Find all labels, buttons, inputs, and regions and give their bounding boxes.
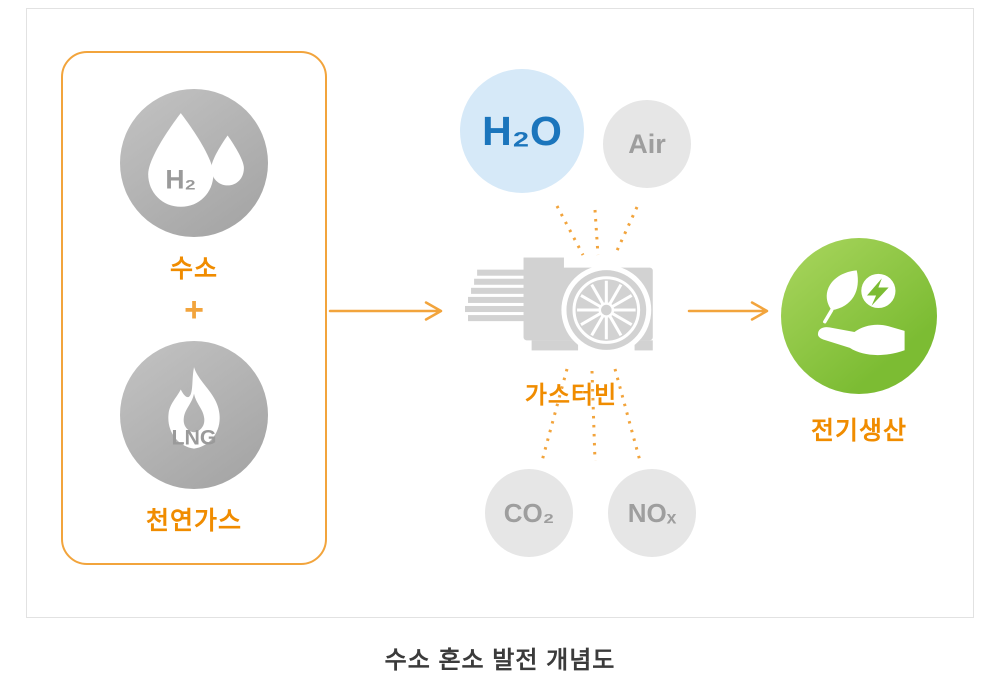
- nox-label: NOₓ: [627, 497, 677, 528]
- hand-icon: [817, 324, 905, 356]
- lng-label: 천연가스: [145, 507, 242, 535]
- gas-turbine-icon: [465, 257, 653, 355]
- turbine-fan-icon: [561, 265, 652, 355]
- lng-circle: LNG: [120, 341, 268, 489]
- lightning-bolt-icon: [866, 278, 889, 306]
- flow-arrow-right: [687, 301, 769, 321]
- gas-turbine: [465, 247, 677, 367]
- turbine-label: 가스터빈: [524, 382, 618, 409]
- flame-icon: LNG: [168, 367, 220, 450]
- h2o-circle: H₂O: [460, 69, 584, 193]
- air-circle: Air: [603, 100, 691, 188]
- leaf-icon: [826, 270, 858, 311]
- h2o-label: H₂O: [482, 107, 562, 154]
- air-label: Air: [628, 128, 666, 159]
- fuel-input-box: H₂ 수소 + LNG 천연가스: [61, 51, 327, 565]
- water-drop-icon: H₂: [148, 113, 244, 207]
- co2-label: CO₂: [503, 497, 555, 528]
- flow-arrow-left: [328, 301, 443, 321]
- hydrogen-circle: H₂: [120, 89, 268, 237]
- electricity-output-label: 전기생산: [810, 417, 907, 445]
- hydrogen-label: 수소: [169, 255, 218, 283]
- page-title: 수소 혼소 발전 개념도: [384, 647, 616, 674]
- electricity-output-circle: [781, 238, 937, 394]
- lng-symbol: LNG: [171, 426, 216, 450]
- hydrogen-symbol: H₂: [165, 164, 196, 194]
- nox-circle: NOₓ: [608, 469, 696, 557]
- plus-sign: +: [184, 291, 204, 329]
- diagram-panel: H₂ 수소 + LNG 천연가스 H₂O Air: [26, 8, 974, 618]
- co2-circle: CO₂: [485, 469, 573, 557]
- hand-leaf-energy-icon: [817, 270, 905, 356]
